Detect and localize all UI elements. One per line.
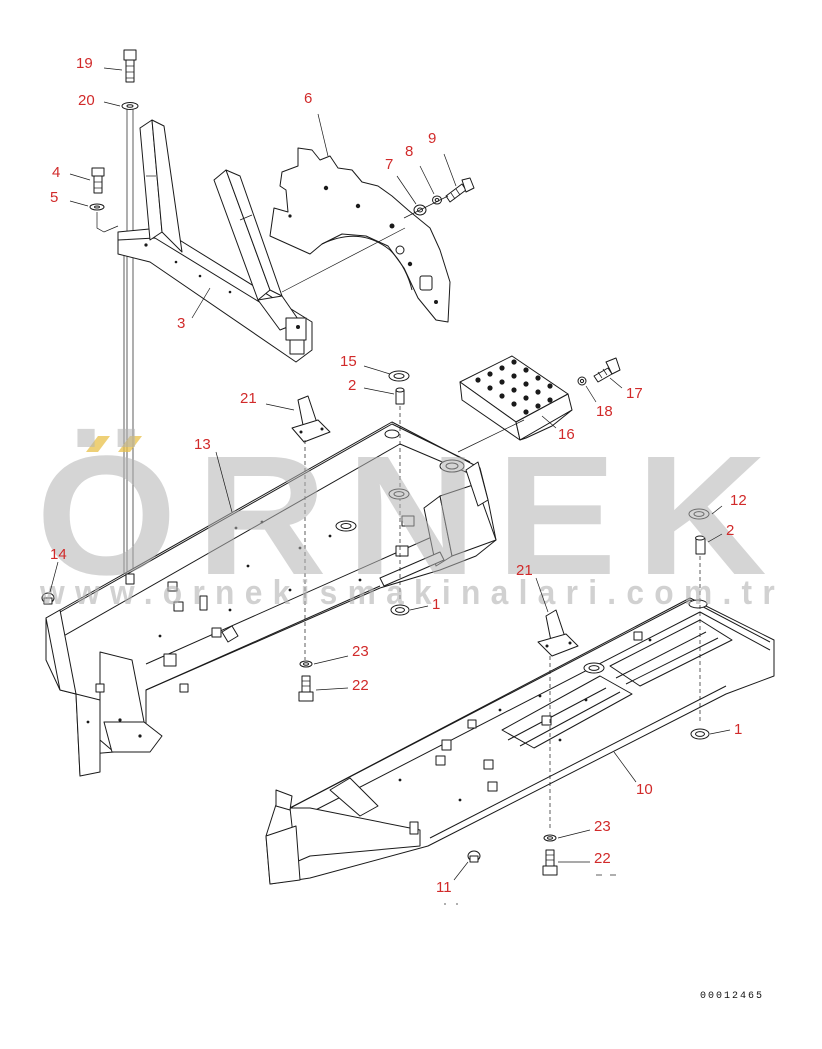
callout-6: 6 (304, 90, 312, 107)
washer-18 (577, 376, 587, 386)
drawing-number: 00012465 (700, 991, 764, 1002)
bolt-17 (593, 357, 621, 383)
step-16 (459, 355, 573, 441)
watermark-accent-right (118, 436, 142, 452)
washer-23-upper (299, 660, 313, 668)
bolt-22-upper (298, 675, 314, 702)
callout-5: 5 (50, 189, 58, 206)
spacer-2-upper (395, 387, 405, 405)
callout-18: 18 (596, 403, 613, 420)
callout-23-upper: 23 (352, 643, 369, 660)
fastener-guide-7-9 (403, 195, 449, 219)
callout-12: 12 (730, 492, 747, 509)
callouts: 19 20 4 5 6 7 8 9 3 15 2 17 18 16 21 13 … (50, 55, 747, 896)
callout-14: 14 (50, 546, 67, 563)
step-16-guide (457, 419, 525, 453)
plug-14 (41, 592, 55, 605)
callout-1-upper: 1 (432, 596, 440, 613)
mount-upper-13 (388, 488, 410, 500)
plate-6 (269, 147, 451, 323)
spacer-2-lower (695, 535, 706, 555)
washer-5 (89, 203, 105, 211)
bracket-21-lower (537, 609, 579, 657)
callout-22-upper: 22 (352, 677, 369, 694)
bracket-3 (117, 119, 313, 363)
watermark: ÖRNEK www.ornekismakinalari.com.tr (36, 421, 786, 612)
callout-13: 13 (194, 436, 211, 453)
callout-20: 20 (78, 92, 95, 109)
callout-22-lower: 22 (594, 850, 611, 867)
callout-2-lower: 2 (726, 522, 734, 539)
watermark-url: www.ornekismakinalari.com.tr (39, 574, 785, 612)
bracket-21-upper (291, 395, 331, 443)
bolt-4 (91, 167, 105, 194)
leader-lines (49, 67, 731, 881)
frame-13 (45, 421, 497, 777)
washer-12 (688, 508, 710, 520)
bolt-22-lower (542, 849, 558, 876)
washer-15 (388, 370, 410, 382)
callout-11: 11 (436, 879, 452, 896)
frame-10 (265, 597, 775, 885)
plate-6-guide (281, 227, 406, 293)
callout-21-upper: 21 (240, 390, 257, 407)
callout-8: 8 (405, 143, 413, 160)
cushion-1-upper (390, 604, 410, 616)
callout-3: 3 (177, 315, 185, 332)
callout-4: 4 (52, 164, 60, 181)
watermark-accent-left (86, 436, 110, 452)
callout-10: 10 (636, 781, 653, 798)
callout-23-lower: 23 (594, 818, 611, 835)
plug-11 (467, 850, 481, 863)
callout-7: 7 (385, 156, 393, 173)
callout-15: 15 (340, 353, 357, 370)
callout-2-upper: 2 (348, 377, 356, 394)
bolt-9 (445, 177, 475, 203)
washer-20 (121, 102, 139, 110)
watermark-word: ÖRNEK (36, 421, 786, 611)
washer-23-lower (543, 834, 557, 842)
cushion-1-lower (690, 728, 710, 740)
bolt-19 (123, 49, 137, 83)
callout-17: 17 (626, 385, 643, 402)
callout-1-lower: 1 (734, 721, 742, 738)
callout-16: 16 (558, 426, 575, 443)
callout-21-lower: 21 (516, 562, 533, 579)
callout-9: 9 (428, 130, 436, 147)
callout-19: 19 (76, 55, 93, 72)
bolt-4-guide (96, 212, 119, 233)
